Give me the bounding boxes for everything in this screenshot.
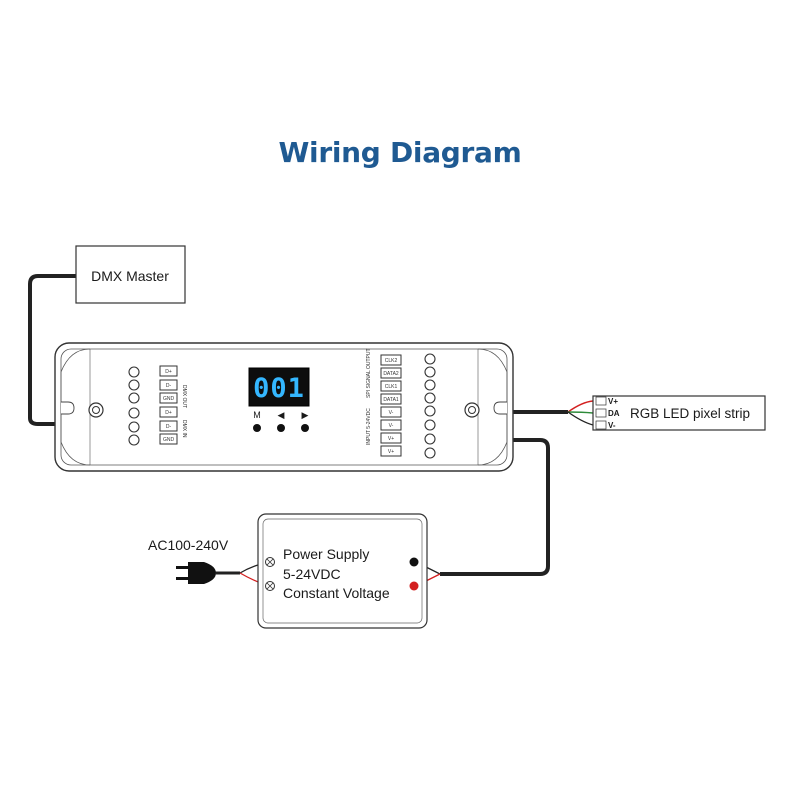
button-right[interactable] — [301, 424, 309, 432]
dmx-out-dplus-label: D+ — [165, 369, 172, 375]
psu-positive-terminal — [409, 581, 419, 591]
dmx-out-side-label: DMX OUT — [181, 385, 187, 408]
strip-wire-green-in — [567, 411, 594, 414]
led-strip-box — [592, 395, 766, 431]
input-vplus-2-label: V+ — [388, 449, 394, 455]
output-side-label: SPI SIGNAL OUTPUT — [366, 348, 372, 398]
dmx-out-dminus-label: D- — [166, 383, 172, 389]
strip-pin-vminus: V- — [608, 421, 616, 430]
dmx-cable — [28, 274, 114, 426]
data2-label: DATA2 — [383, 371, 399, 377]
output-label-boxes: CLK2 DATA2 CLK1 DATA1 SPI SIGNAL OUTPUT … — [366, 348, 402, 457]
dmx-terminal-block — [128, 366, 140, 446]
psu-line-1: Power Supply — [283, 546, 369, 562]
data1-label: DATA1 — [383, 397, 399, 403]
input-vminus-2-label: V- — [389, 423, 394, 429]
power-cable — [440, 438, 550, 576]
dmx-in-side-label: DMX IN — [181, 420, 187, 438]
input-side-label: INPUT 5-24VDC — [366, 408, 372, 445]
right-mounting-slot — [493, 401, 507, 415]
output-terminal-block — [424, 353, 436, 459]
ac-plug-icon — [176, 562, 216, 584]
psu-negative-terminal — [409, 557, 419, 567]
left-mounting-slot — [61, 401, 75, 415]
button-m[interactable] — [253, 424, 261, 432]
input-vplus-1-label: V+ — [388, 436, 394, 442]
clk1-label: CLK1 — [385, 384, 398, 390]
dmx-out-gnd-label: GND — [163, 396, 175, 402]
dmx-in-gnd-label: GND — [163, 437, 175, 443]
led-strip-label: RGB LED pixel strip — [630, 406, 750, 421]
button-left[interactable] — [277, 424, 285, 432]
dmx-in-dminus-label: D- — [166, 424, 172, 430]
ac-voltage-label: AC100-240V — [148, 537, 229, 553]
diagram-title: Wiring Diagram — [278, 136, 522, 169]
display-digits: 001 — [253, 373, 305, 404]
led-strip: V+ DA V- RGB LED pixel strip — [592, 395, 766, 431]
dmx-master-label: DMX Master — [91, 268, 169, 284]
strip-pin-da: DA — [608, 409, 620, 418]
button-left-label: ◀ — [278, 410, 285, 420]
strip-wire-red-in — [567, 400, 594, 413]
decoder-housing — [54, 342, 514, 472]
button-right-label: ▶ — [302, 410, 309, 420]
dmx-in-dplus-label: D+ — [165, 410, 172, 416]
psu-line-2: 5-24VDC — [283, 566, 341, 582]
clk2-label: CLK2 — [385, 358, 398, 364]
input-vminus-1-label: V- — [389, 410, 394, 416]
dmx-decoder: D+ D- GND D+ D- GND DMX OUT DMX IN 001 M… — [54, 342, 514, 472]
led-display — [248, 367, 310, 407]
power-supply-housing — [257, 513, 428, 629]
power-supply: Power Supply 5-24VDC Constant Voltage — [257, 513, 428, 629]
button-m-label: M — [253, 410, 261, 420]
strip-pin-vplus: V+ — [608, 397, 618, 406]
dmx-master-box — [75, 245, 186, 304]
dmx-label-boxes: D+ D- GND D+ D- GND DMX OUT DMX IN — [159, 365, 187, 445]
strip-wire-black-in — [567, 411, 594, 426]
psu-line-3: Constant Voltage — [283, 585, 390, 601]
